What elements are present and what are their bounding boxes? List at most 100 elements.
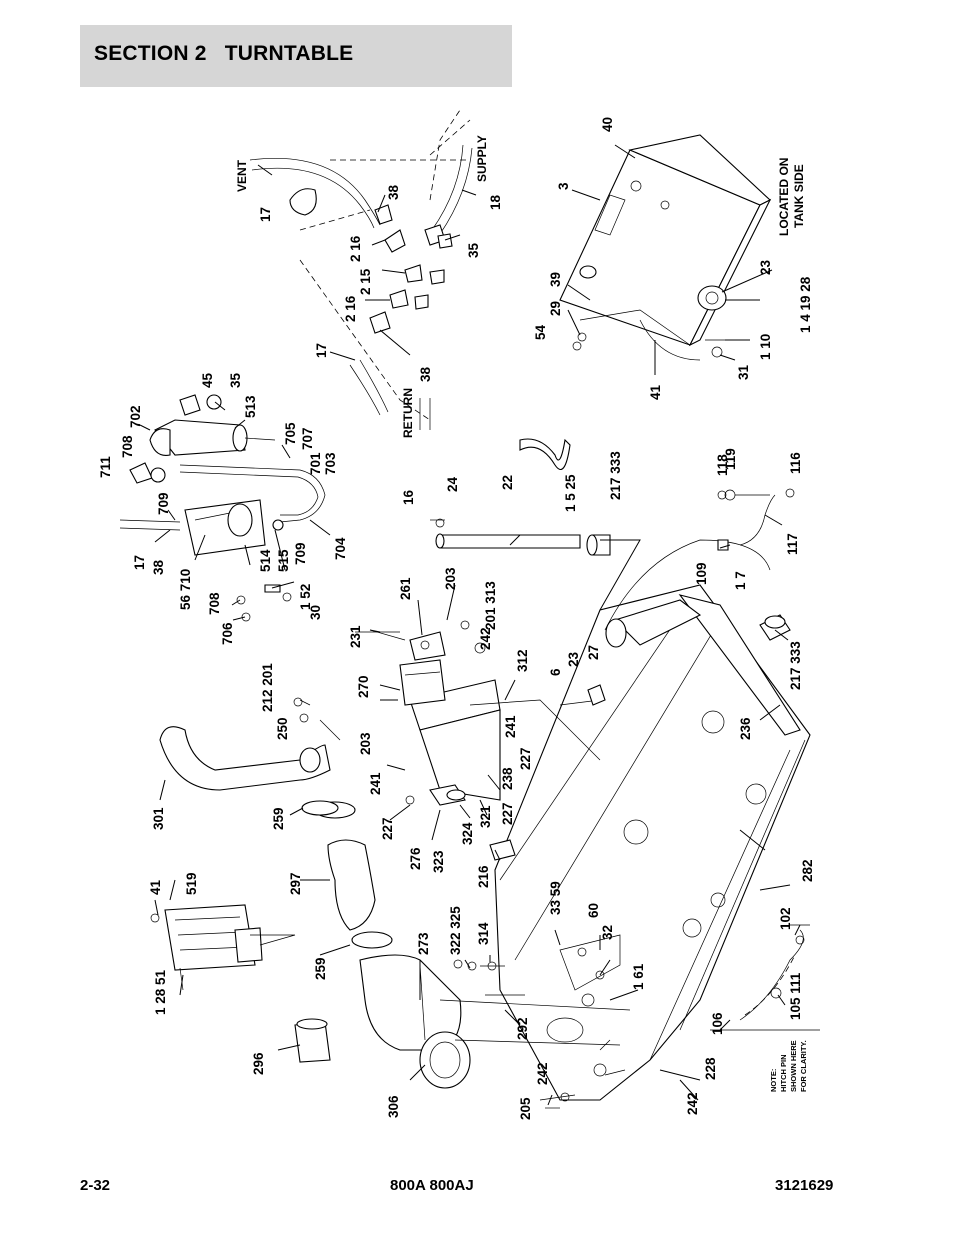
callout: 301: [151, 807, 166, 830]
callout: 238: [500, 767, 515, 790]
callout: 227: [518, 747, 533, 770]
callout: 106: [710, 1012, 725, 1035]
callout: 250: [275, 717, 290, 740]
callouts: 17 38 2 16 2 15 2 16 17 38 18 35 40 3 39…: [98, 117, 815, 1120]
callout: 116: [788, 452, 803, 474]
callout: 227: [380, 817, 395, 840]
callout: 297: [288, 872, 303, 895]
hose-fittings: [249, 109, 473, 421]
callout: 708: [120, 435, 135, 458]
callout: 23: [758, 259, 773, 275]
callout: 236: [738, 717, 753, 740]
callout: 701: [308, 452, 323, 475]
section-title: SECTION 2 TURNTABLE: [94, 42, 354, 65]
ecm-module: [150, 904, 296, 991]
callout: 39: [548, 272, 563, 287]
callout: 322 325: [448, 906, 463, 955]
callout: 242: [478, 627, 493, 650]
callout: 203: [443, 567, 458, 590]
callout: 40: [600, 117, 615, 132]
note-line3: SHOWN HERE: [789, 1040, 798, 1092]
callout: 292: [515, 1017, 530, 1040]
document-number: 3121629: [775, 1177, 834, 1194]
callout: 105 111: [788, 972, 803, 1020]
callout: 18: [488, 194, 503, 210]
callout: 242: [535, 1062, 550, 1085]
hydraulic-tank: [559, 134, 772, 361]
callout: 703: [323, 452, 338, 475]
callout: 312: [515, 649, 530, 672]
callout: 519: [184, 872, 199, 895]
callout: 708: [207, 592, 222, 615]
callout: 35: [228, 372, 243, 388]
vent-label: VENT: [235, 159, 249, 192]
supply-label: SUPPLY: [475, 135, 489, 182]
callout: 102: [778, 907, 793, 930]
callout: 276: [408, 847, 423, 870]
callout: 45: [200, 372, 215, 388]
callout: 711: [98, 456, 113, 478]
callout: 203: [358, 732, 373, 755]
callout: 38: [386, 184, 401, 200]
callout: 515: [276, 549, 291, 572]
callout: 324: [460, 822, 475, 845]
leader-lines: [139, 144, 801, 1106]
turntable-frame: [494, 539, 820, 1101]
callout: 217 333: [788, 641, 803, 690]
callout: 702: [128, 405, 143, 428]
callout: 6: [548, 668, 563, 676]
return-label: RETURN: [401, 388, 415, 438]
callout: 1 28 51: [153, 969, 168, 1015]
callout: 242: [685, 1092, 700, 1115]
page-number: 2-32: [80, 1177, 111, 1194]
callout: 241: [368, 772, 383, 795]
callout: 2 15: [358, 268, 373, 295]
callout: 231: [348, 625, 363, 648]
callout: 273: [416, 932, 431, 955]
callout: 1 7: [733, 571, 748, 590]
section-header: SECTION 2 TURNTABLE: [80, 25, 512, 87]
callout: 1 52: [298, 584, 313, 610]
callout: 35: [466, 242, 481, 258]
callout: 118: [715, 454, 730, 476]
location-label-line2: TANK SIDE: [792, 164, 806, 228]
callout: 17: [258, 207, 273, 222]
callout: 704: [333, 537, 348, 560]
callout: 241: [503, 715, 518, 738]
callout: 17: [314, 343, 329, 358]
side-labels: VENT SUPPLY RETURN LOCATED ON TANK SIDE …: [235, 135, 808, 1092]
callout: 117: [785, 533, 800, 555]
callout: 119: [723, 448, 738, 470]
callout: 282: [800, 859, 815, 882]
callout: 216: [476, 865, 491, 888]
callout: 3: [556, 182, 571, 190]
engine-mount-plates: [369, 620, 606, 861]
callout: 41: [648, 384, 663, 400]
callout: 513: [243, 395, 258, 418]
note-line4: FOR CLARITY.: [799, 1040, 808, 1092]
note-line1: NOTE:: [769, 1069, 778, 1092]
callout: 23: [566, 651, 581, 667]
callout: 296: [251, 1052, 266, 1075]
location-label-line1: LOCATED ON: [777, 158, 791, 236]
callout: 217 333: [608, 451, 623, 500]
callout: 1 61: [631, 963, 646, 990]
callout: 314: [476, 922, 491, 945]
callout: 109: [694, 562, 709, 585]
callout: 33 59: [548, 881, 563, 915]
callout: 707: [300, 427, 315, 450]
callout: 205: [518, 1097, 533, 1120]
callout: 31: [736, 364, 751, 380]
callout: 709: [293, 542, 308, 565]
callout: 38: [418, 366, 433, 382]
callout: 56 710: [178, 569, 193, 610]
callout: 261: [398, 577, 413, 600]
callout: 321: [478, 805, 493, 828]
callout: 41: [148, 879, 163, 895]
callout: 228: [703, 1057, 718, 1080]
callout: 1 5 25: [563, 474, 578, 512]
callout: 1 10: [758, 334, 773, 360]
callout: 259: [313, 957, 328, 980]
callout: 1 4 19 28: [798, 276, 813, 333]
